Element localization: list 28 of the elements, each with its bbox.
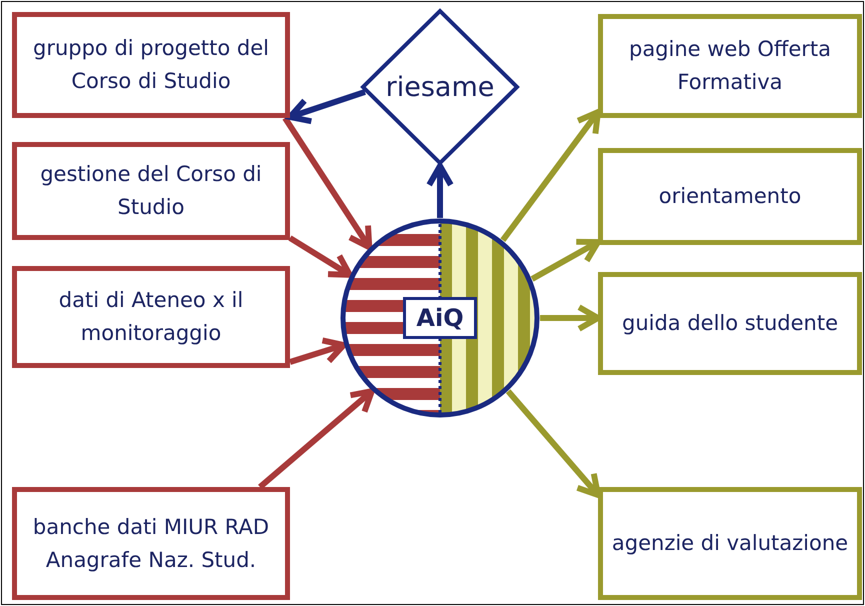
- arrow: [288, 235, 353, 278]
- node-label: gruppo di progetto del Corso di Studio: [32, 35, 270, 95]
- text-box: [12, 12, 290, 118]
- node-label: banche dati MIUR RAD Anagrafe Naz. Stud.: [32, 514, 270, 574]
- node-label: agenzie di valutazione: [610, 530, 850, 557]
- circle-label: AiQ: [403, 297, 477, 339]
- arrow: [426, 163, 454, 218]
- node-label: guida dello studente: [621, 310, 839, 337]
- text-box: [12, 266, 290, 368]
- text-box: [598, 487, 862, 600]
- text-box: [598, 14, 862, 118]
- node-label: riesame: [386, 70, 494, 104]
- arrow: [287, 89, 366, 124]
- node-label: orientamento: [658, 183, 802, 210]
- node-label: pagine web Offerta Formativa: [628, 36, 832, 96]
- arrow: [500, 109, 601, 242]
- arrow: [282, 116, 372, 250]
- text-box: [12, 487, 290, 600]
- node-label: gestione del Corso di Studio: [39, 161, 263, 221]
- arrow: [258, 388, 375, 490]
- arrow: [506, 389, 601, 498]
- text-box: [598, 272, 862, 375]
- node-label: dati di Ateneo x il monitoraggio: [58, 287, 244, 347]
- text-box: [12, 142, 290, 240]
- arrow: [530, 238, 601, 282]
- decision-diamond: [360, 8, 520, 166]
- text-box: [598, 148, 862, 245]
- arrow: [289, 337, 347, 365]
